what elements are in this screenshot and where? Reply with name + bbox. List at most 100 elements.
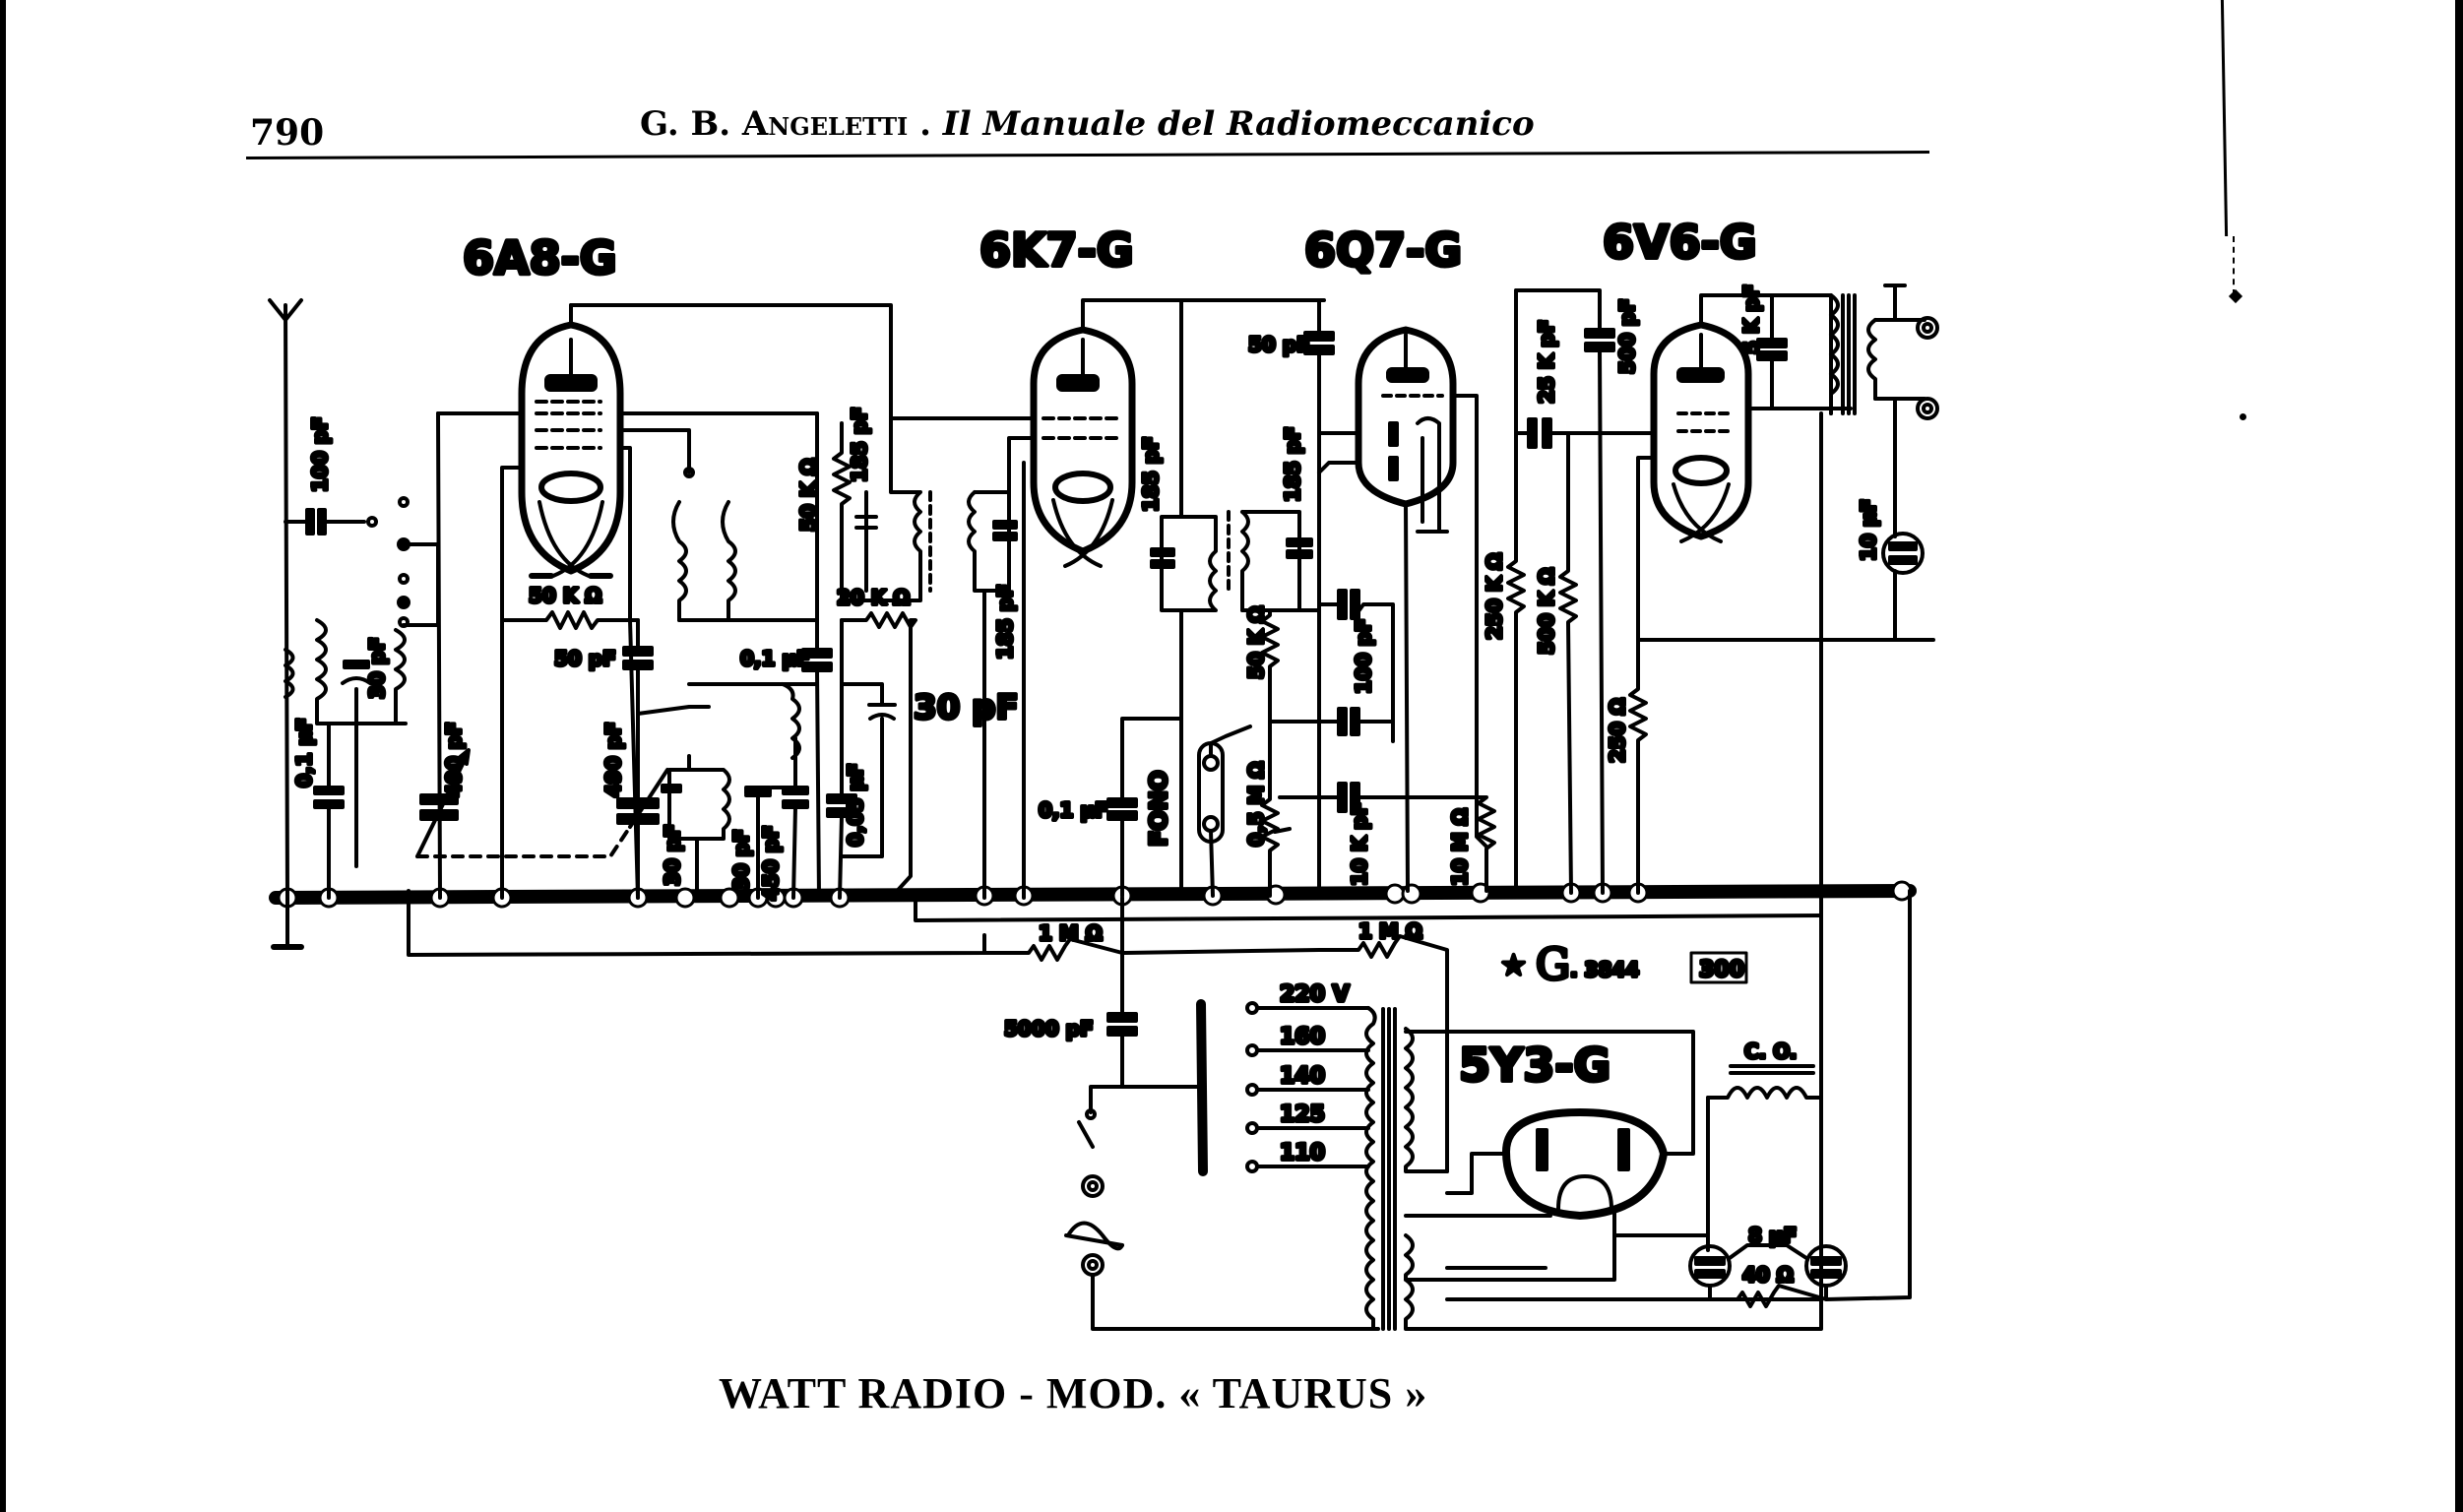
label-10uf: 10 µF (1857, 499, 1880, 561)
resistor-500k (1558, 431, 1578, 895)
band-switch (366, 411, 524, 900)
resistor-10m (1475, 795, 1496, 893)
label-490pf-2: 490 pF (601, 722, 625, 797)
ground-bus (269, 884, 1917, 905)
capacitor-50pf-osc (622, 618, 654, 900)
binding-mark-dot (2240, 413, 2246, 420)
tube-6v6g-icon (1650, 321, 1752, 543)
label-185pf-if2-pri: 185 pF (1139, 436, 1163, 512)
tube-label-5y3g: 5Y3-G (1459, 1039, 1610, 1092)
resistor-250k (1506, 288, 1526, 893)
variable-capacitor-490pf-1 (415, 748, 471, 858)
mains-plug-icon (1081, 1253, 1380, 1331)
label-5000pf: 5000 pF (1004, 1017, 1094, 1040)
capacitor-100pf (284, 508, 366, 536)
label-10m: 10 M Ω (1448, 808, 1472, 886)
resistor-250-ohm (1628, 638, 1648, 895)
label-30pf-osc: 30 pF (661, 824, 684, 886)
running-head: G. B. Angeletti . Il Manuale del Radiome… (640, 104, 1535, 144)
oscillator-coil-icon (661, 754, 731, 900)
wire-6a8g-osc-anode (618, 446, 640, 900)
label-0-1uf-screen: 0,1 µF (740, 647, 810, 670)
head-separator: . (908, 104, 943, 144)
electrolytic-10uf (1881, 397, 1925, 642)
tube-label-6k7g: 6K7-G (979, 223, 1134, 277)
tube-6q7g-icon (1355, 326, 1457, 534)
tap-140: 140 (1280, 1064, 1325, 1089)
trimmer-30pf-ant (341, 660, 372, 868)
wire-6k7g-grid (1007, 436, 1036, 494)
label-100pf: 100 pF (308, 416, 332, 492)
ac-mains-line (1064, 1233, 1124, 1247)
label-50k-det: 50 K Ω (1244, 606, 1268, 679)
speaker-terminal-icons (1916, 316, 1939, 420)
author-name: G. B. Angeletti (640, 104, 909, 144)
catalog-star: ★ (1501, 949, 1526, 981)
label-40-ohm: 40 Ω (1742, 1263, 1794, 1287)
label-0-5m: 0,5 M Ω (1244, 762, 1268, 847)
label-250-ohm: 250 Ω (1606, 698, 1629, 763)
catalog-number: 300 (1699, 958, 1744, 982)
ac-mains-icon (1066, 1221, 1124, 1251)
label-5kpf: 5 K pF (1739, 284, 1763, 354)
avc-bus-1m-resistors (407, 889, 1449, 1036)
capacitor-500pf (1514, 288, 1615, 895)
filter-choke-icon (1706, 1064, 1823, 1100)
scan-edge-left (0, 0, 6, 1512)
catalog-symbol: G (1536, 940, 1570, 990)
if-transformer-2-icon (1150, 298, 1313, 900)
label-250k: 250 K Ω (1483, 553, 1506, 640)
antenna-coils-icon (284, 618, 408, 725)
label-8uf: 8 µF (1748, 1224, 1797, 1247)
resistor-20k (840, 611, 917, 900)
variable-capacitor-490pf-2 (616, 768, 669, 829)
label-20k: 20 K Ω (837, 586, 910, 609)
capacitor-0-1uf-fono (1106, 717, 1183, 898)
catalog-box (1689, 951, 1748, 984)
label-30pf-if: 30 pF (914, 688, 1019, 727)
power-transformer-icon (1364, 1006, 1823, 1331)
label-choke: C. O. (1744, 1040, 1797, 1063)
tap-125: 125 (1280, 1102, 1325, 1127)
oscillator-plate-coil (687, 682, 819, 760)
capacitor-5000pf (1089, 896, 1203, 1114)
capacitor-0-05uf (826, 618, 897, 900)
tap-220v: 220 V (1280, 982, 1350, 1007)
schematic-caption: WATT RADIO - MOD. « TAURUS » (719, 1369, 1428, 1418)
label-30pf-ant: 30 pF (365, 637, 389, 699)
label-10kpf: 10 K pF (1348, 802, 1371, 886)
label-0-1uf-fono: 0,1 µF (1039, 798, 1108, 822)
tap-110: 110 (1280, 1141, 1325, 1166)
output-transformer-icon (1829, 284, 1926, 415)
antenna-icon (268, 298, 303, 900)
label-100pf-rf: 100 pF (1352, 618, 1375, 694)
padders-30-450pf (744, 736, 809, 900)
phono-input-jack (1197, 724, 1252, 898)
oscillator-feedback-coils-icon (671, 449, 819, 622)
label-1m-2: 1 M Ω (1358, 919, 1422, 943)
label-50k-screen: 50 K Ω (796, 459, 820, 532)
label-500pf: 500 pF (1615, 298, 1639, 374)
label-50pf-osc: 50 pF (554, 647, 616, 670)
tap-160: 160 (1280, 1025, 1325, 1049)
voltage-tap-terminals (1245, 1001, 1370, 1173)
capacitor-5kpf (1756, 293, 1788, 410)
filter-capacitors-8uf (1688, 1243, 1848, 1288)
wire-osc-feed (636, 705, 711, 716)
avc-return-wire (914, 896, 1823, 922)
gang-link-dashed (415, 825, 632, 858)
book-title: Il Manuale del Radiomeccanico (942, 104, 1535, 144)
tube-label-6q7g: 6Q7-G (1304, 223, 1462, 277)
volume-wiper-arrow (1273, 827, 1292, 834)
resistor-40-ohm (1708, 889, 1912, 1308)
wire-5y3g-filament (1612, 1211, 1710, 1237)
capacitor-0-1uf-ant (313, 722, 345, 900)
tube-6k7g-icon (1030, 326, 1136, 568)
page-number: 790 (250, 112, 325, 154)
label-fono: FONO (1145, 771, 1172, 847)
if-transformer-1-icon (832, 416, 1018, 602)
tube-label-6v6g: 6V6-G (1603, 216, 1756, 269)
label-185pf-if2-sec: 185 pF (1281, 426, 1304, 502)
page-fold-dash (2233, 236, 2237, 295)
